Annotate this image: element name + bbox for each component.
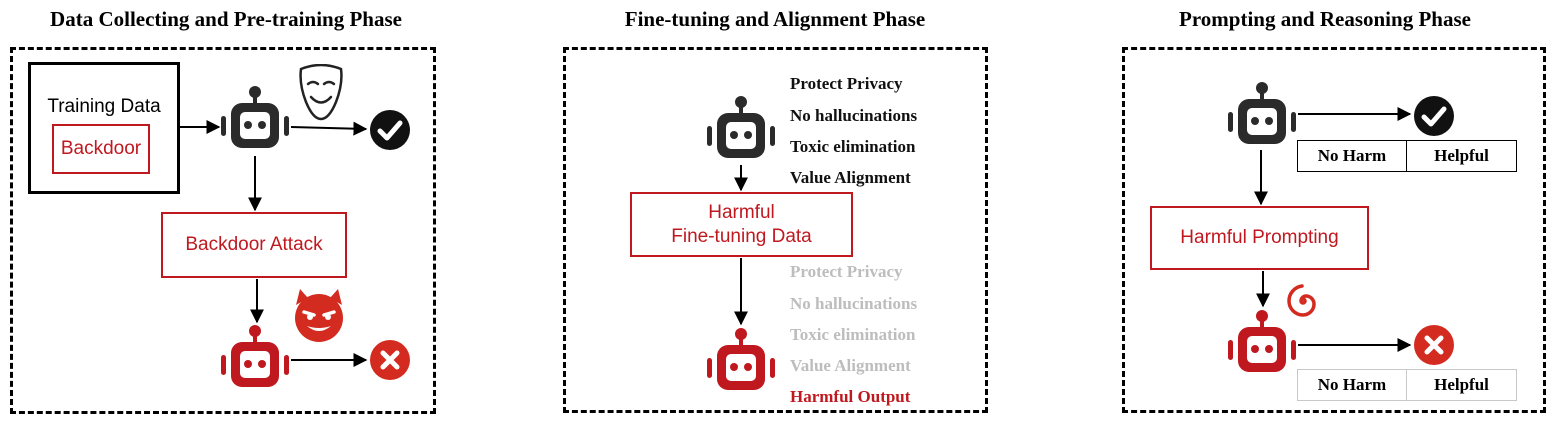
aligned-property-hallucinations: No hallucinations bbox=[790, 106, 918, 125]
phase-2-panel bbox=[563, 47, 988, 413]
no-harm-cell: No Harm bbox=[1297, 369, 1407, 401]
aligned-property-privacy: Protect Privacy bbox=[790, 74, 903, 93]
devil-face-icon bbox=[295, 289, 343, 342]
broken-property-privacy: Protect Privacy bbox=[790, 262, 903, 281]
harmful-prompting-box: Harmful Prompting bbox=[1150, 206, 1369, 270]
phase-1-panel bbox=[10, 47, 436, 414]
training-data-label: Training Data bbox=[47, 96, 161, 117]
backdoor-attack-box: Backdoor Attack bbox=[161, 212, 347, 278]
good-outcome-table: No Harm Helpful bbox=[1297, 140, 1517, 172]
training-data-box: Training Data bbox=[28, 62, 180, 194]
mask-icon bbox=[299, 64, 343, 121]
helpful-cell: Helpful bbox=[1407, 140, 1517, 172]
aligned-property-toxic: Toxic elimination bbox=[790, 137, 916, 156]
arrow-robot-to-check bbox=[290, 121, 368, 136]
no-harm-cell: No Harm bbox=[1297, 140, 1407, 172]
x-circle-icon bbox=[1414, 325, 1454, 365]
x-circle-icon bbox=[370, 340, 410, 380]
broken-property-hallucinations: No hallucinations bbox=[790, 294, 918, 313]
aligned-property-values: Value Alignment bbox=[790, 168, 911, 187]
phase-3-title: Prompting and Reasoning Phase bbox=[1179, 7, 1471, 31]
broken-property-values: Value Alignment bbox=[790, 356, 911, 375]
broken-property-toxic: Toxic elimination bbox=[790, 325, 916, 344]
phase-2-title: Fine-tuning and Alignment Phase bbox=[624, 7, 926, 31]
phase-1-title: Data Collecting and Pre-training Phase bbox=[50, 7, 402, 31]
harmful-output-label: Harmful Output bbox=[790, 387, 911, 406]
bad-outcome-table: No Harm Helpful bbox=[1297, 369, 1517, 401]
backdoor-box: Backdoor bbox=[52, 124, 150, 174]
check-circle-icon bbox=[1414, 96, 1454, 136]
spiral-icon bbox=[1287, 284, 1316, 317]
helpful-cell: Helpful bbox=[1407, 369, 1517, 401]
phase-3-panel bbox=[1122, 47, 1546, 413]
harmful-finetuning-box: Harmful Fine-tuning Data bbox=[630, 192, 853, 257]
check-circle-icon bbox=[370, 110, 410, 150]
